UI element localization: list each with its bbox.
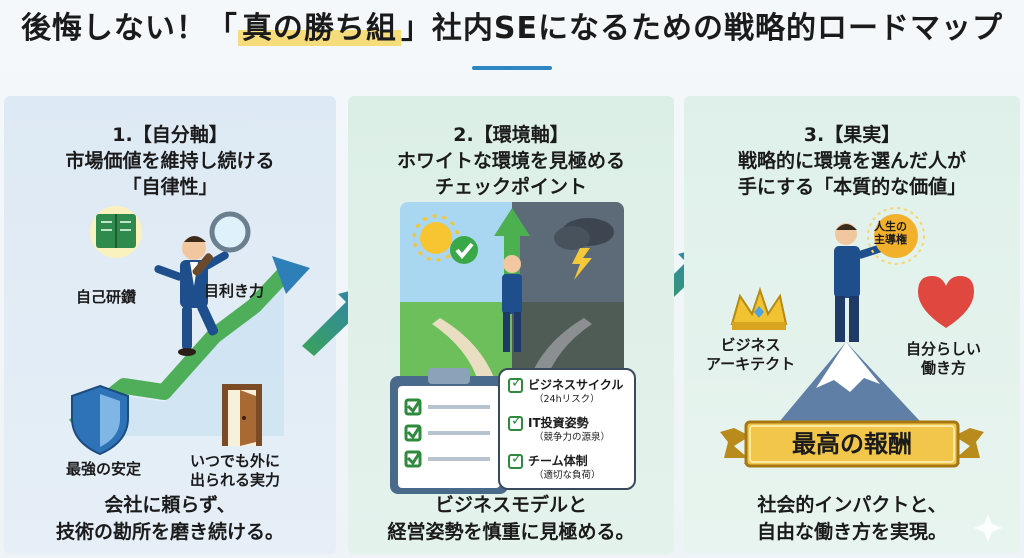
check-box-icon	[508, 451, 523, 469]
label-architect: ビジネス アーキテクト	[706, 336, 795, 374]
banner-text: 最高の報酬	[792, 430, 912, 458]
label-orb: 人生の 主導権	[874, 220, 907, 246]
panel1-heading-line1: 1.【自分軸】	[112, 124, 228, 146]
panel3-heading-line2: 戦略的に環境を選んだ人が	[737, 150, 966, 172]
clipboard-icon	[390, 368, 508, 494]
title-before: 後悔しない！「	[20, 11, 238, 46]
heart-icon	[918, 276, 974, 328]
growth-arrowhead	[272, 256, 310, 294]
panel2-heading-line1: 2.【環境軸】	[453, 124, 569, 146]
label-strongest-stability: 最強の安定	[66, 460, 142, 478]
checklist-item-sub: （競争力の源泉）	[534, 432, 611, 443]
panel2-footer-line1: ビジネスモデルと	[434, 494, 587, 516]
title-underline	[472, 66, 552, 70]
door-icon	[222, 384, 262, 446]
panel3-heading: 3.【果実】 戦略的に環境を選んだ人が 手にする「本質的な価値」	[684, 122, 1020, 200]
checklist-item-sub: （適切な負荷）	[534, 470, 601, 481]
panel2-footer-line2: 経営姿勢を慎重に見極める。	[387, 521, 635, 543]
checklist-bubble: ビジネスサイクル （24hリスク） IT投資姿勢 （競争力の源泉） チーム体制 …	[498, 368, 636, 490]
shield-icon	[71, 384, 129, 456]
check-box-icon	[508, 413, 523, 431]
check-box-icon	[508, 375, 523, 393]
label-own-style-line2: 働き方	[921, 359, 967, 377]
label-orb-line1: 人生の	[874, 220, 907, 233]
panel1-footer: 会社に頼らず、 技術の勘所を磨き続ける。	[4, 492, 336, 546]
label-architect-line2: アーキテクト	[706, 355, 796, 373]
label-own-style: 自分らしい 働き方	[906, 340, 981, 378]
standing-person-icon	[502, 255, 522, 352]
banner-ribbon	[720, 420, 984, 468]
panel2-heading: 2.【環境軸】 ホワイトな環境を見極める チェックポイント	[348, 122, 674, 200]
panel3-footer-line2: 自由な働き方を実現。	[756, 521, 947, 543]
panel1-illustration	[69, 206, 310, 456]
storm-icon	[554, 218, 614, 280]
label-orb-line2: 主導権	[874, 233, 907, 246]
title-highlight: 真の勝ち組	[237, 11, 401, 46]
label-own-style-line1: 自分らしい	[906, 340, 982, 358]
book-icon	[90, 206, 142, 258]
panel2-heading-line2: ホワイトな環境を見極める	[396, 150, 625, 172]
checklist-item-sub: （24hリスク）	[534, 394, 600, 405]
panel1-heading: 1.【自分軸】 市場価値を維持し続ける 「自律性」	[4, 122, 336, 200]
page-title: 後悔しない！「真の勝ち組」社内SEになるための戦略的ロードマップ	[0, 6, 1024, 52]
checklist-item-title: ビジネスサイクル	[528, 378, 624, 392]
panel3-footer: 社会的インパクトと、 自由な働き方を実現。	[684, 492, 1020, 546]
panel2-footer: ビジネスモデルと 経営姿勢を慎重に見極める。	[348, 492, 674, 546]
label-exit-ability-line1: いつでも外に	[190, 452, 281, 470]
panel3-illustration	[720, 207, 1002, 542]
sparkle-icon	[974, 514, 1002, 542]
checklist-item-title: IT投資姿勢	[528, 416, 589, 430]
climbing-person-icon	[154, 236, 229, 356]
crown-icon	[730, 286, 788, 330]
label-discernment: 目利き力	[204, 282, 265, 300]
panel3-footer-line1: 社会的インパクトと、	[757, 494, 947, 516]
panel1-heading-line3: 「自律性」	[122, 176, 218, 198]
label-self-study: 自己研鑽	[76, 288, 137, 306]
checklist-item-title: チーム体制	[528, 454, 588, 468]
panel1-footer-line1: 会社に頼らず、	[104, 494, 236, 516]
panel1-footer-line2: 技術の勘所を磨き続ける。	[55, 521, 284, 543]
panel1-heading-line2: 市場価値を維持し続ける	[65, 150, 275, 172]
check-circle-icon	[450, 236, 478, 264]
label-architect-line1: ビジネス	[720, 336, 781, 354]
panel-self-axis: 1.【自分軸】 市場価値を維持し続ける 「自律性」	[4, 96, 336, 554]
label-exit-ability: いつでも外に 出られる実力	[190, 452, 280, 490]
orb-icon	[867, 207, 925, 265]
panel3-heading-line1: 3.【果実】	[803, 124, 901, 146]
panel-environment-axis: 2.【環境軸】 ホワイトな環境を見極める チェックポイント	[348, 96, 674, 554]
panel-fruits: 3.【果実】 戦略的に環境を選んだ人が 手にする「本質的な価値」	[684, 96, 1020, 554]
title-after: 」社内SEになるための戦略的ロードマップ	[400, 11, 1004, 46]
panel2-heading-line3: チェックポイント	[434, 176, 587, 198]
label-exit-ability-line2: 出られる実力	[190, 471, 281, 489]
magnifier-icon	[192, 211, 251, 276]
panel3-heading-line3: 手にする「本質的な価値」	[737, 176, 967, 198]
